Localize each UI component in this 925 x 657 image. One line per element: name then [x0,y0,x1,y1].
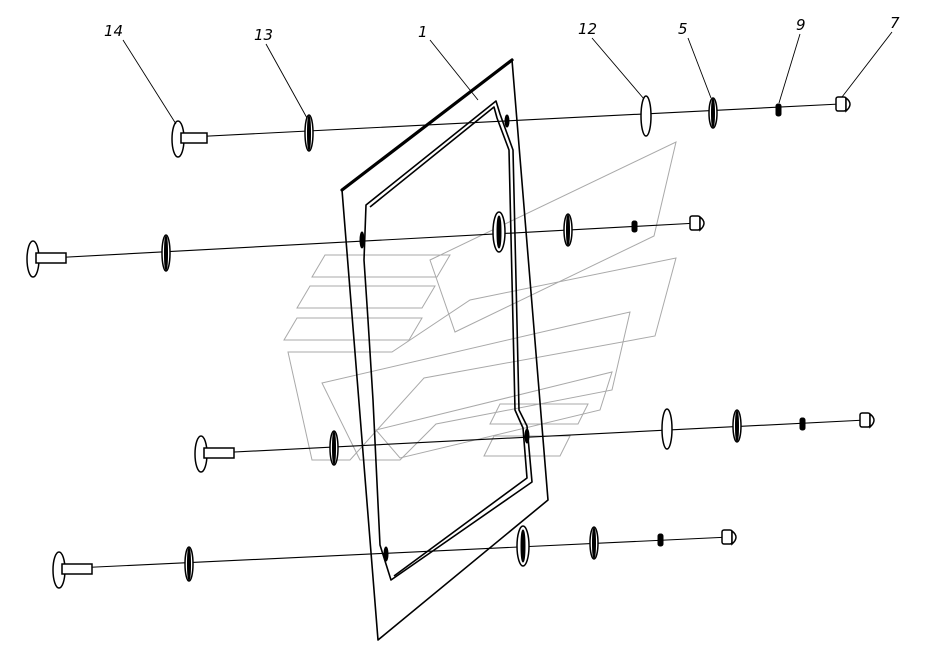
nut [721,529,737,546]
lock-washer [657,533,664,547]
callout-7: 7 [890,14,900,32]
axis-row-4 [74,536,731,569]
nut [859,412,875,429]
leader-lines [122,31,893,125]
bolt [26,240,67,278]
callout-labels: 14 13 1 12 5 9 7 [104,14,900,44]
frame-part-1 [340,58,549,641]
bolt [52,551,93,589]
callout-14: 14 [104,22,123,40]
nut-part-7 [835,96,851,113]
washer [661,408,673,450]
axis-row-1 [189,103,841,138]
fastener-row-2 [26,211,705,278]
callout-12: 12 [578,20,597,38]
callout-5: 5 [678,20,688,38]
lock-washer [799,417,806,431]
bolt-part-14 [171,120,208,158]
frame-hole [524,428,530,444]
frame-hole [383,546,389,562]
fastener-row-1 [171,95,851,158]
assembly-axes [49,103,867,569]
frame-hole [359,231,365,249]
washer-part-12 [640,95,652,137]
nut [689,215,705,232]
watermark-logo [283,141,677,461]
axis-row-2 [49,222,699,259]
axis-row-3 [214,419,867,454]
lock-washer-part-9 [775,103,782,117]
fastener-row-3 [194,408,875,473]
callout-9: 9 [796,16,806,34]
bolt [194,435,235,473]
callout-1: 1 [418,23,428,41]
lock-washer [631,220,638,233]
frame-hole [504,114,510,128]
callout-13: 13 [254,26,273,44]
fastener-row-4 [52,525,737,589]
